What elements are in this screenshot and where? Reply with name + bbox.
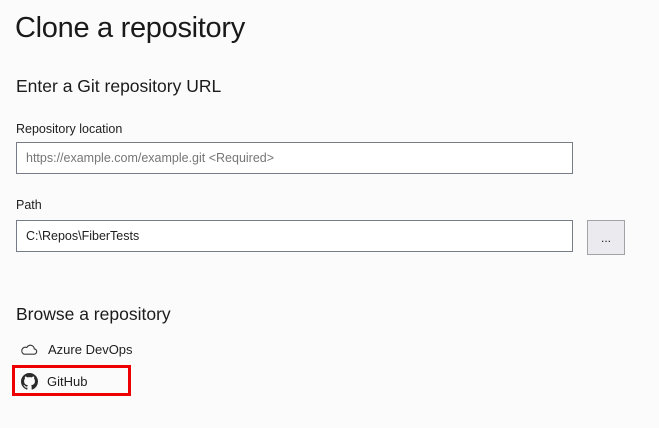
page-title: Clone a repository [15,12,245,44]
repository-location-label: Repository location [16,122,123,136]
provider-label: GitHub [47,373,88,389]
provider-azure-devops[interactable]: Azure DevOps [20,339,133,359]
repository-location-input[interactable] [16,142,573,174]
path-label: Path [16,198,42,212]
provider-label: Azure DevOps [48,341,133,357]
path-input[interactable] [16,220,573,252]
github-icon [20,372,38,390]
browse-path-button[interactable]: ... [587,220,625,255]
section-heading-browse: Browse a repository [16,304,171,324]
section-heading-url: Enter a Git repository URL [16,76,222,96]
provider-github[interactable]: GitHub [20,371,87,391]
cloud-icon [20,340,38,358]
